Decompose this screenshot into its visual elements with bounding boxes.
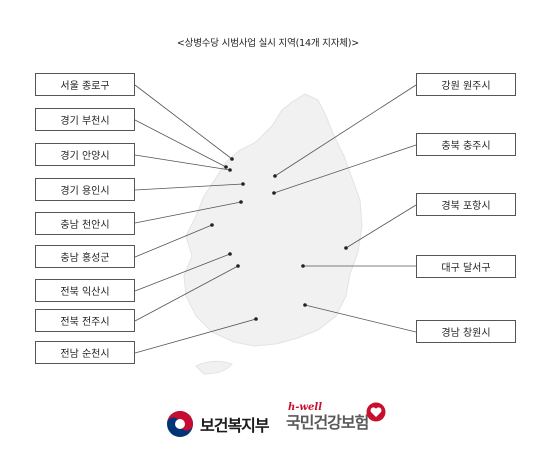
connector-line-2 (134, 154, 231, 171)
location-dot-11 (344, 246, 348, 250)
ministry-logo: 보건복지부 (166, 410, 270, 438)
region-box-gyeonggi-anyang: 경기 안양시 (35, 143, 135, 166)
location-dot-5 (210, 223, 214, 227)
connector-line-3 (134, 183, 244, 191)
connector-line-8 (134, 318, 257, 354)
location-dot-0 (230, 157, 234, 161)
heart-icon (366, 402, 386, 422)
location-dot-12 (301, 264, 305, 268)
nhis-logo: h-well 국민건강보험 (286, 402, 386, 433)
location-dot-1 (224, 165, 228, 169)
connector-line-10 (273, 144, 417, 194)
diagram-title: <상병수당 시범사업 실시 지역(14개 지자체)> (176, 38, 360, 49)
location-dot-7 (236, 264, 240, 268)
connector-line-4 (134, 201, 242, 224)
location-dot-3 (241, 182, 245, 186)
region-box-seoul-jongno: 서울 종로구 (35, 73, 135, 96)
region-box-gyeonggi-yongin: 경기 용인시 (35, 178, 135, 201)
connector-line-5 (134, 224, 213, 258)
connector-line-6 (134, 253, 231, 292)
region-box-gyeongnam-changwon: 경남 창원시 (416, 320, 516, 343)
korea-map-outline (183, 93, 363, 347)
connector-line-9 (274, 84, 417, 177)
nhis-name: 국민건강보험 (286, 413, 369, 432)
connector-line-7 (134, 265, 239, 322)
region-box-jeonnam-suncheon: 전남 순천시 (35, 341, 135, 364)
taegeuk-icon (167, 411, 193, 437)
region-box-gyeonggi-bucheon: 경기 부천시 (35, 108, 135, 131)
jeju-island (195, 360, 233, 375)
region-box-gangwon-wonju: 강원 원주시 (416, 73, 516, 96)
location-dot-4 (239, 200, 243, 204)
region-box-jeonbuk-jeonju: 전북 전주시 (35, 309, 135, 332)
connector-line-13 (304, 304, 417, 333)
location-dot-2 (228, 168, 232, 172)
location-dot-9 (273, 174, 277, 178)
connector-line-11 (345, 204, 417, 249)
region-box-chungbuk-chungju: 충북 충주시 (416, 133, 516, 156)
location-dots (210, 157, 348, 321)
region-box-gyeongbuk-pohang: 경북 포항시 (416, 193, 516, 216)
connector-line-1 (134, 119, 227, 168)
location-dot-8 (254, 317, 258, 321)
region-box-daegu-dalseo: 대구 달서구 (416, 255, 516, 278)
location-dot-13 (303, 303, 307, 307)
region-box-jeonbuk-iksan: 전북 익산시 (35, 279, 135, 302)
region-box-chungnam-cheonan: 충남 천안시 (35, 212, 135, 235)
region-box-chungnam-hongseong: 충남 홍성군 (35, 245, 135, 268)
nhis-hwell-tag: h-well (288, 402, 322, 413)
connector-line-0 (134, 84, 233, 160)
location-dot-10 (272, 191, 276, 195)
ministry-name: 보건복지부 (200, 416, 270, 435)
connector-lines (134, 84, 417, 354)
location-dot-6 (228, 252, 232, 256)
